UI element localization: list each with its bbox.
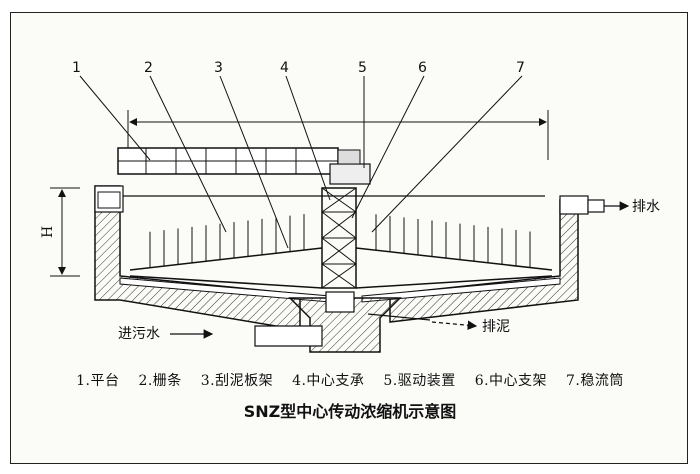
center-support [321,187,357,289]
callout-4: 4 [280,60,289,76]
sludge-out-label: 排泥 [482,319,510,335]
height-dimension: H [40,187,80,277]
platform [117,147,371,185]
legend-item: 7.稳流筒 [566,373,624,389]
callout-5: 5 [358,60,367,76]
callout-7: 7 [516,60,525,76]
legend-item: 4.中心支承 [292,373,365,389]
callout-leaders [79,75,523,249]
parts-legend: 1.平台 2.栅条 3.刮泥板架 4.中心支承 5.驱动装置 6.中心支架 7.… [0,370,700,390]
figure-caption: SNZ型中心传动浓缩机示意图 [243,402,457,421]
outlet-water-label: 排水 [632,199,660,215]
callout-1: 1 [72,60,81,76]
legend-item: 2.栅条 [138,373,182,389]
callout-3: 3 [214,60,223,76]
rake-arms [129,214,553,289]
inlet-sewage-label: 进污水 [118,326,160,342]
flow-outlet: 排水 [604,199,660,215]
flow-sludge: 排泥 [431,319,510,335]
flow-inlet: 进污水 [118,326,214,342]
legend-item: 6.中心支架 [474,373,548,389]
center-well [254,291,431,353]
legend-item: 1.平台 [76,373,120,389]
height-label: H [40,226,56,238]
callout-2: 2 [144,60,153,76]
legend-item: 3.刮泥板架 [200,373,274,389]
callout-6: 6 [418,60,427,76]
legend-item: 5.驱动装置 [383,373,456,389]
